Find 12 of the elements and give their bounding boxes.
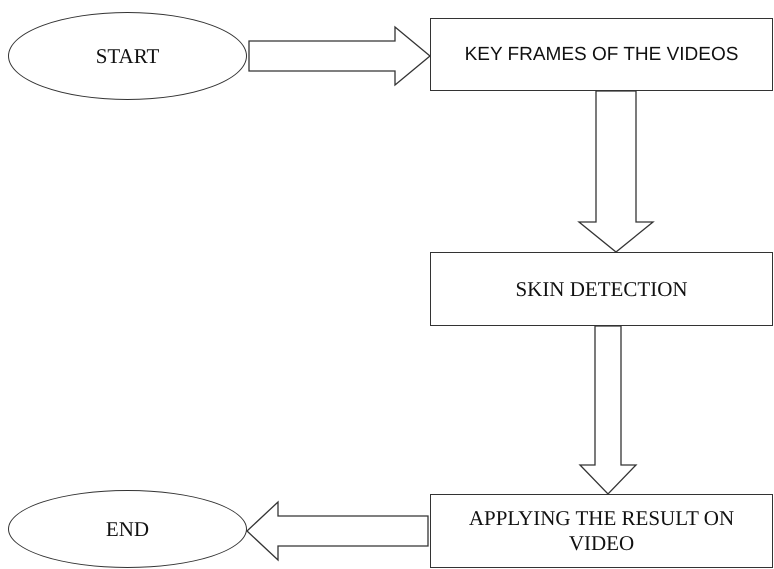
process-box <box>430 494 773 568</box>
process-box <box>430 18 773 91</box>
node-label: START <box>96 44 160 68</box>
block-arrow <box>248 26 432 86</box>
node-label: APPLYING THE RESULT ON VIDEO <box>468 506 736 556</box>
process-box <box>430 252 773 326</box>
block-arrow <box>578 325 638 495</box>
block-arrow <box>577 90 655 253</box>
node-label: SKIN DETECTION <box>515 276 688 302</box>
block-arrow <box>246 500 429 562</box>
node-label: END <box>106 516 150 542</box>
node-label: KEY FRAMES OF THE VIDEOS <box>464 44 738 66</box>
